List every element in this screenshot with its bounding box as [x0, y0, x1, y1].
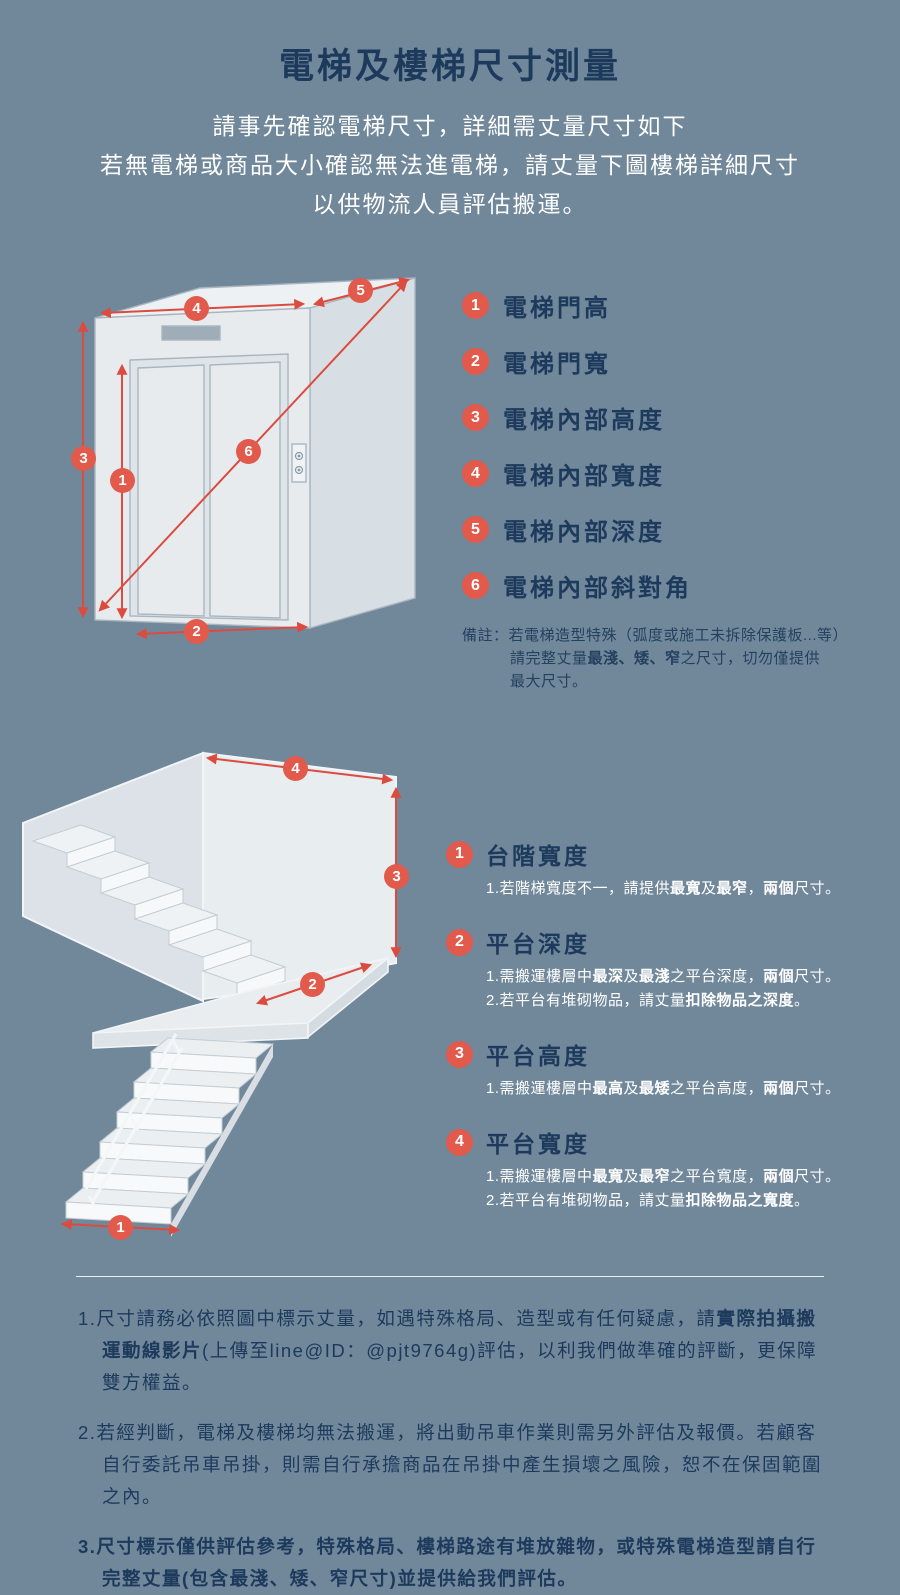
stairs-legend: 1 台階寬度 1.若階梯寬度不一，請提供最寬及最窄，兩個尺寸。 2 平台深度 1… — [446, 741, 859, 1237]
elevator-badge-6: 6 — [236, 439, 261, 464]
legend-badge: 4 — [446, 1128, 473, 1156]
elevator-note-line: 備註：若電梯造型特殊（弧度或施工未拆除保護板...等） — [462, 627, 849, 644]
legend-badge: 2 — [462, 348, 489, 375]
footer-note-3: 3.尺寸標示僅供評估參考，特殊格局、樓梯路途有堆放雜物，或特殊電梯造型請自行完整… — [78, 1536, 817, 1589]
footer-notes: 1.尺寸請務必依照圖中標示丈量，如遇特殊格局、造型或有任何疑慮，請實際拍攝搬運動… — [0, 1303, 900, 1595]
intro-text: 請事先確認電梯尺寸，詳細需丈量尺寸如下 若無電梯或商品大小確認無法進電梯，請丈量… — [0, 107, 900, 224]
stairs-legend-item: 3 平台高度 1.需搬運樓層中最高及最矮之平台高度，兩個尺寸。 — [446, 1037, 841, 1101]
elevator-right-face — [309, 277, 416, 629]
legend-detail-line: 2.若平台有堆砌物品，請丈量扣除物品之深度。 — [486, 992, 810, 1009]
legend-badge: 6 — [462, 572, 489, 599]
legend-detail: 1.若階梯寬度不一，請提供最寬及最窄，兩個尺寸。 — [446, 877, 841, 901]
legend-title: 平台深度 — [486, 931, 590, 957]
legend-detail-line: 1.需搬運樓層中最高及最矮之平台高度，兩個尺寸。 — [486, 1080, 841, 1097]
stairs-section: 1 2 3 4 1 台階寬度 1.若階梯寬度不一，請提供最寬及最窄，兩個尺寸。 … — [0, 741, 900, 1246]
stairs-badge-4: 4 — [283, 756, 308, 781]
legend-label: 電梯內部寬度 — [503, 463, 665, 490]
footer-note-1: 1.尺寸請務必依照圖中標示丈量，如遇特殊格局、造型或有任何疑慮，請實際拍攝搬運動… — [78, 1308, 818, 1393]
elevator-indicator-panel — [161, 325, 221, 341]
measure-door-width — [135, 621, 309, 640]
elevator-diagram: 1 2 3 4 5 6 — [70, 268, 440, 658]
stairs-diagram: 1 2 3 4 — [8, 741, 458, 1246]
legend-title: 平台高度 — [486, 1043, 590, 1069]
elevator-control-panel — [291, 443, 307, 483]
legend-label: 電梯內部斜對角 — [503, 575, 692, 602]
legend-badge: 2 — [446, 928, 473, 956]
elevator-door-right — [209, 361, 281, 619]
legend-title: 平台寬度 — [486, 1131, 590, 1157]
elevator-badge-1: 1 — [110, 468, 135, 493]
divider — [76, 1276, 824, 1277]
elevator-legend-item: 1 電梯門高 — [462, 288, 848, 323]
elevator-legend: 1 電梯門高 2 電梯門寬 3 電梯內部高度 4 電梯內部寬度 5 電梯內部深度… — [462, 268, 848, 693]
stairs-legend-item: 2 平台深度 1.需搬運樓層中最深及最淺之平台深度，兩個尺寸。 2.若平台有堆砌… — [446, 925, 841, 1013]
elevator-badge-3: 3 — [71, 446, 96, 471]
stairs-legend-item: 4 平台寬度 1.需搬運樓層中最寬及最窄之平台寬度，兩個尺寸。 2.若平台有堆砌… — [446, 1125, 841, 1213]
intro-line: 以供物流人員評估搬運。 — [312, 191, 588, 217]
elevator-badge-4: 4 — [184, 296, 209, 321]
elevator-legend-item: 6 電梯內部斜對角 — [462, 568, 848, 603]
lower-flight — [64, 1037, 275, 1237]
elevator-legend-item: 3 電梯內部高度 — [462, 400, 848, 435]
page-title: 電梯及樓梯尺寸測量 — [278, 47, 621, 86]
elevator-illustration — [77, 276, 416, 640]
legend-detail-line: 2.若平台有堆砌物品，請丈量扣除物品之寬度。 — [486, 1192, 810, 1209]
elevator-section: 1 2 3 4 5 6 1 電梯門高 2 電梯門寬 3 電梯內部高度 4 電梯內… — [0, 268, 900, 693]
flight-side-face — [171, 1044, 273, 1237]
elevator-note-line: 請完整丈量最淺、矮、窄之尺寸，切勿僅提供 — [510, 650, 821, 667]
legend-label: 電梯門高 — [503, 295, 611, 322]
elevator-legend-item: 2 電梯門寬 — [462, 344, 848, 379]
legend-badge: 1 — [446, 840, 473, 868]
legend-detail-line: 1.需搬運樓層中最寬及最窄之平台寬度，兩個尺寸。 — [486, 1168, 841, 1185]
legend-label: 電梯門寬 — [503, 351, 611, 378]
legend-title: 台階寬度 — [486, 843, 590, 869]
legend-detail: 1.需搬運樓層中最高及最矮之平台高度，兩個尺寸。 — [446, 1077, 841, 1101]
legend-badge: 1 — [462, 292, 489, 319]
intro-line: 若無電梯或商品大小確認無法進電梯，請丈量下圖樓梯詳細尺寸 — [100, 152, 800, 178]
elevator-badge-2: 2 — [184, 619, 209, 644]
legend-detail: 1.需搬運樓層中最深及最淺之平台深度，兩個尺寸。 2.若平台有堆砌物品，請丈量扣… — [446, 965, 841, 1013]
footer-note-2: 2.若經判斷，電梯及樓梯均無法搬運，將出動吊車作業則需另外評估及報價。若顧客自行… — [78, 1422, 823, 1507]
stairs-legend-item: 1 台階寬度 1.若階梯寬度不一，請提供最寬及最窄，兩個尺寸。 — [446, 837, 841, 901]
handrail — [84, 1033, 184, 1208]
legend-label: 電梯內部深度 — [503, 519, 665, 546]
legend-badge: 3 — [446, 1040, 473, 1068]
stair-walls — [22, 751, 397, 1003]
elevator-legend-item: 5 電梯內部深度 — [462, 512, 848, 547]
legend-badge: 4 — [462, 460, 489, 487]
legend-detail: 1.需搬運樓層中最寬及最窄之平台寬度，兩個尺寸。 2.若平台有堆砌物品，請丈量扣… — [446, 1165, 841, 1213]
elevator-legend-item: 4 電梯內部寬度 — [462, 456, 848, 491]
stairs-illustration — [22, 751, 402, 1237]
stairs-badge-3: 3 — [384, 864, 409, 889]
legend-badge: 5 — [462, 516, 489, 543]
elevator-badge-5: 5 — [348, 278, 373, 303]
legend-badge: 3 — [462, 404, 489, 431]
elevator-note: 備註：若電梯造型特殊（弧度或施工未拆除保護板...等） 請完整丈量最淺、矮、窄之… — [462, 624, 848, 693]
stairs-badge-1: 1 — [108, 1215, 133, 1240]
legend-detail-line: 1.需搬運樓層中最深及最淺之平台深度，兩個尺寸。 — [486, 968, 841, 985]
stairs-badge-2: 2 — [300, 972, 325, 997]
elevator-note-line: 最大尺寸。 — [510, 673, 588, 690]
legend-detail-line: 1.若階梯寬度不一，請提供最寬及最窄，兩個尺寸。 — [486, 880, 841, 897]
legend-label: 電梯內部高度 — [503, 407, 665, 434]
elevator-door-left — [137, 364, 205, 617]
intro-line: 請事先確認電梯尺寸，詳細需丈量尺寸如下 — [212, 113, 688, 139]
